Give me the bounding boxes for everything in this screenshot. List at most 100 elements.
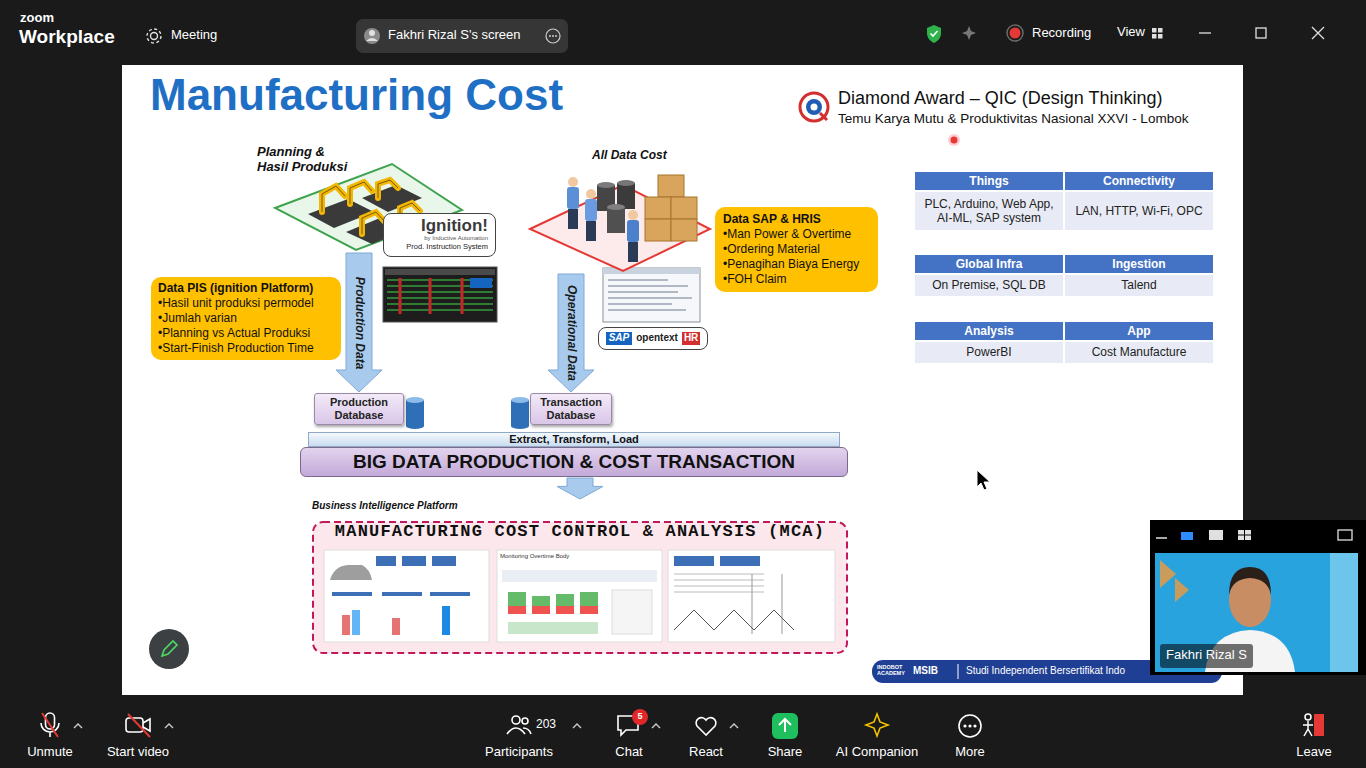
dashboard-thumbnail bbox=[382, 592, 422, 596]
data-callout: Data SAP & HRIS•Man Power & Overtime•Ord… bbox=[715, 207, 878, 292]
footer-banner bbox=[958, 664, 959, 679]
dashboard-thumbnail bbox=[508, 622, 598, 634]
more-icon bbox=[963, 724, 966, 727]
data-callout: Data PIS (ignition Platform)•Hasil unit … bbox=[151, 277, 341, 360]
share-pill bbox=[356, 19, 568, 53]
footer-text: Studi Independent Bersertifikat Indo bbox=[966, 665, 1125, 677]
share-pill bbox=[369, 30, 375, 36]
database-cylinder bbox=[406, 397, 529, 429]
logo-text: Ignition! bbox=[391, 217, 488, 235]
cardboard-box bbox=[671, 197, 697, 219]
video-icon bbox=[128, 714, 150, 737]
toolbar-label: Leave bbox=[1296, 745, 1331, 760]
dashboard-screenshot bbox=[383, 267, 497, 322]
logo-caption: Prod. Instruction System bbox=[391, 242, 488, 251]
dropdown-caret bbox=[573, 724, 581, 728]
share-indicator: Fakhri Rizal S's screen bbox=[388, 28, 521, 43]
dashboard-thumbnail bbox=[352, 610, 360, 635]
dashboard-screenshot bbox=[383, 267, 497, 322]
barrel bbox=[597, 182, 615, 188]
mute-icon bbox=[42, 713, 58, 737]
share-icon bbox=[779, 719, 791, 732]
dashboard-thumbnail bbox=[497, 550, 662, 642]
barrel bbox=[607, 204, 625, 210]
system-logo-box: SAPopentextHR bbox=[598, 327, 708, 350]
meeting-icon bbox=[147, 29, 161, 43]
database-name: Production Database bbox=[319, 396, 399, 422]
dashboard-thumbnail bbox=[324, 550, 489, 642]
window-controls bbox=[1312, 27, 1324, 39]
dashboard-thumbnail bbox=[556, 606, 574, 614]
video-tile bbox=[1330, 553, 1358, 672]
callout-bullet: •Jumlah varian bbox=[158, 311, 334, 326]
dropdown-caret bbox=[74, 724, 82, 728]
recording-dot bbox=[1007, 25, 1023, 41]
award-logo bbox=[800, 93, 828, 121]
video-tile bbox=[1181, 532, 1193, 540]
flow-arrow bbox=[557, 478, 603, 499]
database-cylinder bbox=[406, 400, 424, 426]
table-cell: PowerBI bbox=[914, 341, 1064, 364]
database-cylinder bbox=[511, 400, 529, 426]
callout-heading: Data PIS (ignition Platform) bbox=[158, 281, 334, 296]
more-icon bbox=[968, 724, 971, 727]
dashboard-thumbnail bbox=[752, 574, 782, 634]
dashboard-thumbnail bbox=[330, 565, 372, 580]
dashboard-thumbnail bbox=[342, 615, 350, 635]
band-title: BIG DATA PRODUCTION & COST TRANSACTION bbox=[300, 447, 848, 477]
app-logo: zoom bbox=[20, 11, 54, 26]
award-subtitle: Temu Karya Mutu & Produktivitas Nasional… bbox=[838, 111, 1188, 127]
flow-arrow bbox=[548, 274, 594, 392]
database-name: Transaction Database bbox=[535, 396, 607, 422]
table-header: Ingestion bbox=[1064, 254, 1214, 274]
share-pill bbox=[555, 35, 557, 37]
toolbar-label: More bbox=[955, 745, 985, 760]
video-tile bbox=[1160, 560, 1189, 602]
leave-icon bbox=[1314, 714, 1324, 736]
dropdown-caret bbox=[652, 724, 660, 728]
table-header: Analysis bbox=[914, 321, 1064, 341]
share-pill bbox=[549, 35, 551, 37]
dashboard-thumbnail bbox=[674, 574, 764, 592]
participant-name: Fakhri Rizal S bbox=[1166, 648, 1247, 663]
dashboard-thumbnail bbox=[508, 592, 526, 606]
dashboard-thumbnail bbox=[432, 556, 456, 566]
video-tile bbox=[1156, 537, 1167, 539]
security-shield bbox=[931, 31, 938, 36]
participant-count: 203 bbox=[536, 718, 556, 732]
database-cylinder bbox=[511, 423, 529, 429]
flow-arrow bbox=[336, 253, 382, 392]
window-controls bbox=[1256, 28, 1266, 38]
database-box: Transaction Database bbox=[530, 393, 612, 425]
worker-figure bbox=[628, 210, 638, 220]
video-tile bbox=[1245, 530, 1251, 535]
leave-icon bbox=[1303, 714, 1324, 736]
slide-title: Manufacturing Cost bbox=[150, 73, 563, 117]
dashboard-thumbnail bbox=[532, 606, 550, 614]
view-grid-icon bbox=[1152, 28, 1163, 39]
more-icon bbox=[959, 715, 981, 737]
video-tile bbox=[1238, 530, 1244, 535]
dashboard-thumbnail bbox=[332, 592, 372, 596]
logo-text: HR bbox=[682, 332, 700, 345]
area-heading: All Data Cost bbox=[592, 148, 713, 163]
view-grid-icon bbox=[1158, 34, 1163, 39]
laser-pointer bbox=[951, 137, 958, 144]
toolbar-label: Unmute bbox=[27, 745, 73, 760]
share-icon bbox=[772, 713, 798, 739]
table-cell: Talend bbox=[1064, 274, 1214, 297]
callout-bullet: •Man Power & Overtime bbox=[723, 227, 870, 242]
toolbar-label: AI Companion bbox=[836, 745, 918, 760]
callout-bullet: •Start-Finish Production Time bbox=[158, 341, 334, 356]
chat-icon bbox=[618, 709, 648, 735]
toolbar-label: React bbox=[689, 745, 723, 760]
cardboard-box bbox=[645, 197, 671, 219]
annotation-pencil-button bbox=[149, 629, 189, 669]
view-grid-icon bbox=[1158, 28, 1163, 33]
database-box: Production Database bbox=[314, 393, 404, 425]
video-tile bbox=[1150, 520, 1366, 675]
recording-dot bbox=[1007, 25, 1023, 41]
database-cylinder bbox=[406, 397, 424, 403]
security-shield bbox=[927, 25, 941, 43]
dropdown-caret bbox=[730, 724, 738, 728]
